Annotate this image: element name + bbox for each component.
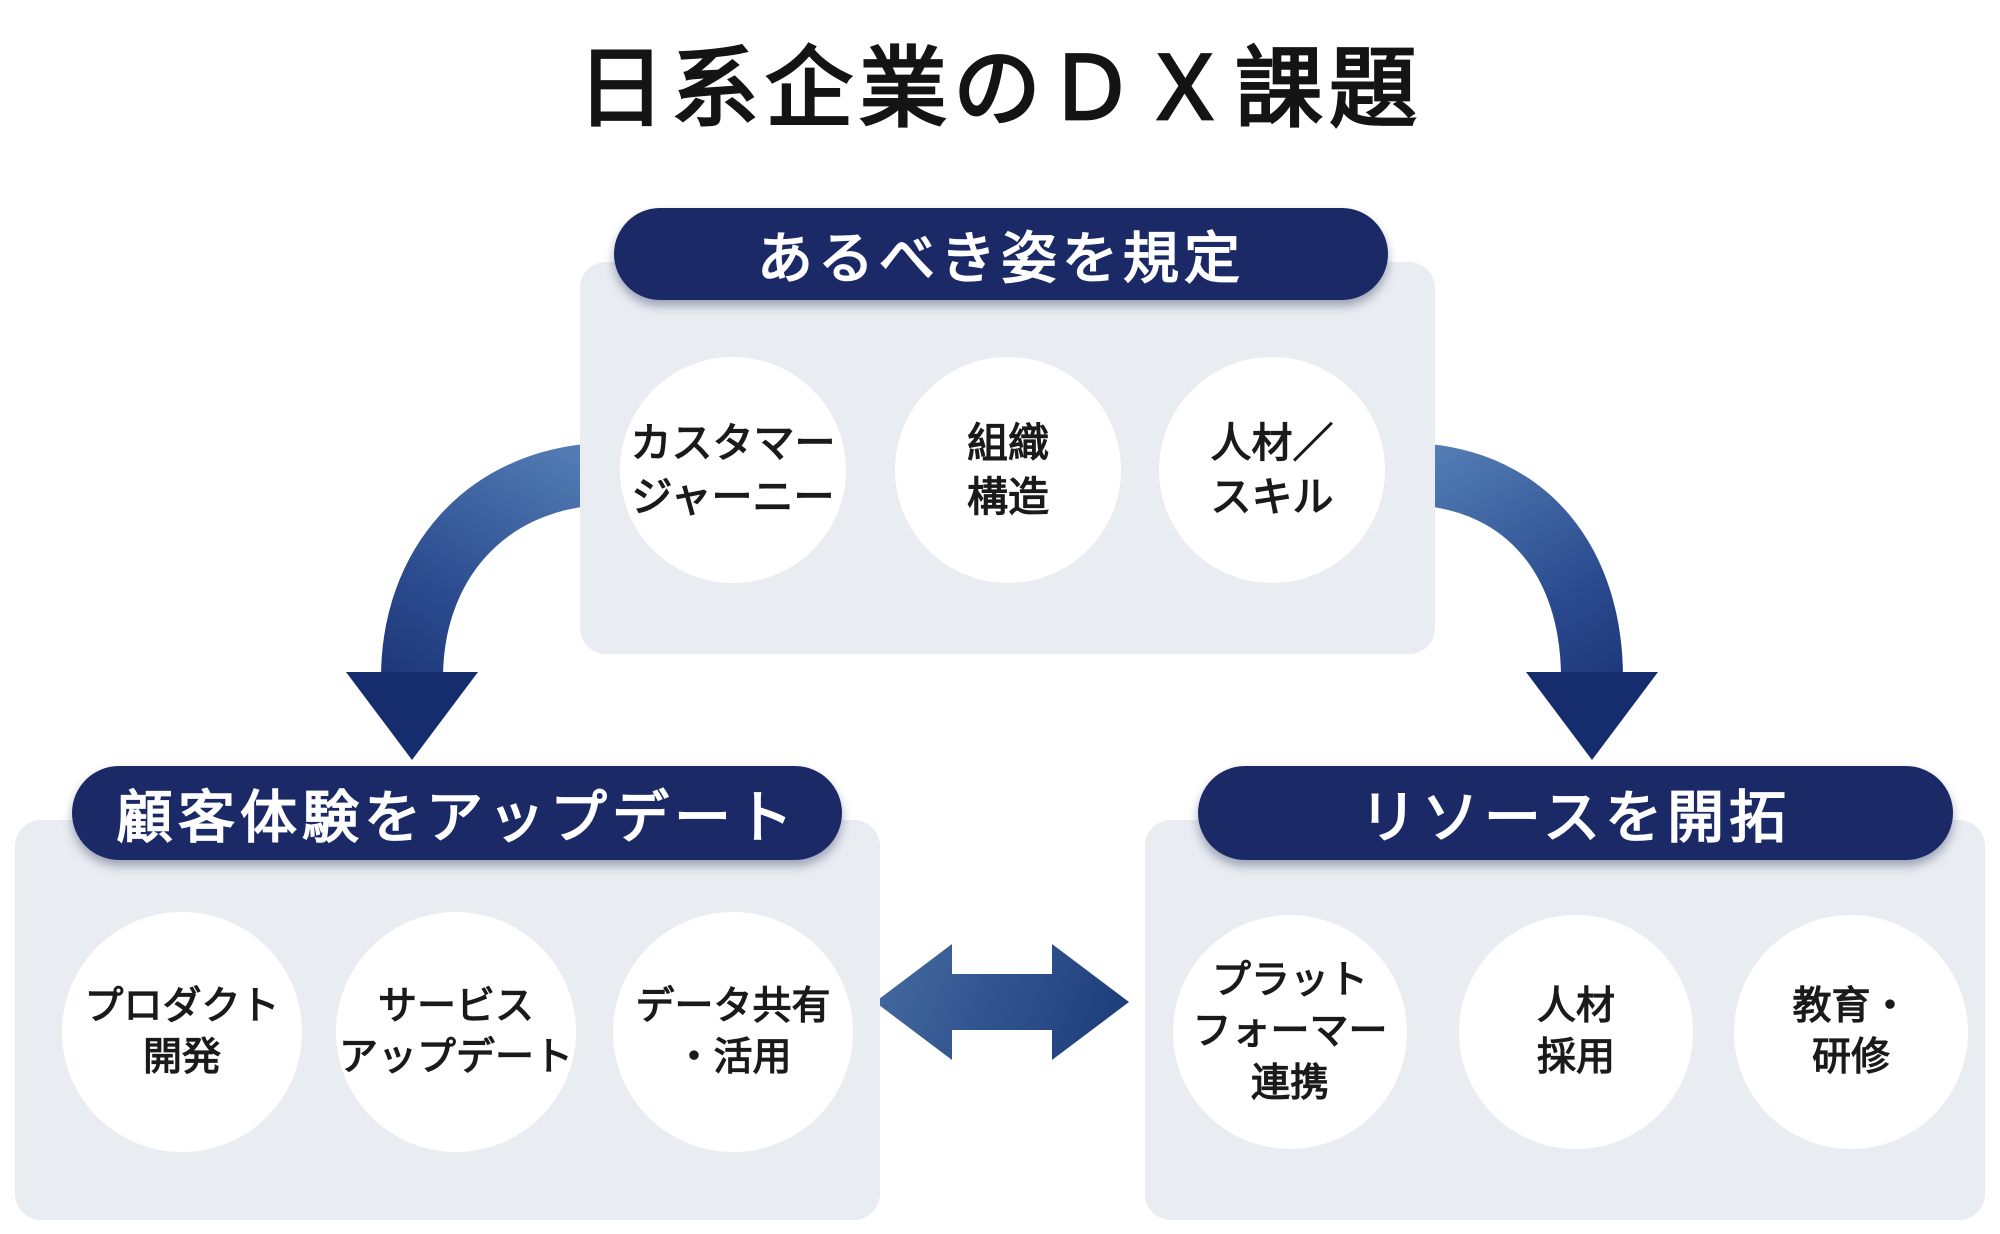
circle-service-update: サービス アップデート [336,912,576,1152]
banner-label: 顧客体験をアップデート [116,786,798,850]
circle-label: サービス アップデート [338,984,573,1079]
curved-arrow-down-right-icon [1412,443,1658,760]
circle-talent-recruitment: 人材 採用 [1459,915,1693,1149]
circle-label: 人材 採用 [1536,984,1615,1079]
banner-define-ideal-state: あるべき姿を規定 [614,208,1388,300]
circle-org-structure: 組織 構造 [895,357,1121,583]
page-title: 日系企業のＤＸ課題 [576,39,1423,138]
circle-label: 教育・ 研修 [1792,984,1910,1079]
circle-label: 組織 構造 [967,419,1049,520]
circle-data-sharing: データ共有 ・活用 [613,912,853,1152]
banner-update-customer-experience: 顧客体験をアップデート [72,766,842,860]
panel-define-ideal-state: カスタマー ジャーニー 組織 構造 人材／ スキル [580,262,1435,654]
panel-update-customer-experience: プロダクト 開発 サービス アップデート データ共有 ・活用 [15,820,880,1220]
double-headed-horizontal-arrow-icon [875,944,1129,1060]
circle-customer-journey: カスタマー ジャーニー [620,357,846,583]
curved-arrow-down-left-icon [346,443,603,760]
banner-label: あるべき姿を規定 [757,226,1245,290]
banner-label: リソースを開拓 [1359,786,1792,850]
circle-product-development: プロダクト 開発 [62,912,302,1152]
banner-develop-resources: リソースを開拓 [1198,766,1953,860]
circle-label: カスタマー ジャーニー [630,419,836,520]
circle-education-training: 教育・ 研修 [1734,915,1968,1149]
circle-label: プラット フォーマー 連携 [1192,958,1388,1105]
panel-develop-resources: プラット フォーマー 連携 人材 採用 教育・ 研修 [1145,820,1985,1220]
circle-label: 人材／ スキル [1210,419,1334,520]
circle-platformer-collaboration: プラット フォーマー 連携 [1173,915,1407,1149]
circle-label: データ共有 ・活用 [635,984,831,1079]
circle-label: プロダクト 開発 [84,984,280,1079]
circle-talent-skills: 人材／ スキル [1159,357,1385,583]
